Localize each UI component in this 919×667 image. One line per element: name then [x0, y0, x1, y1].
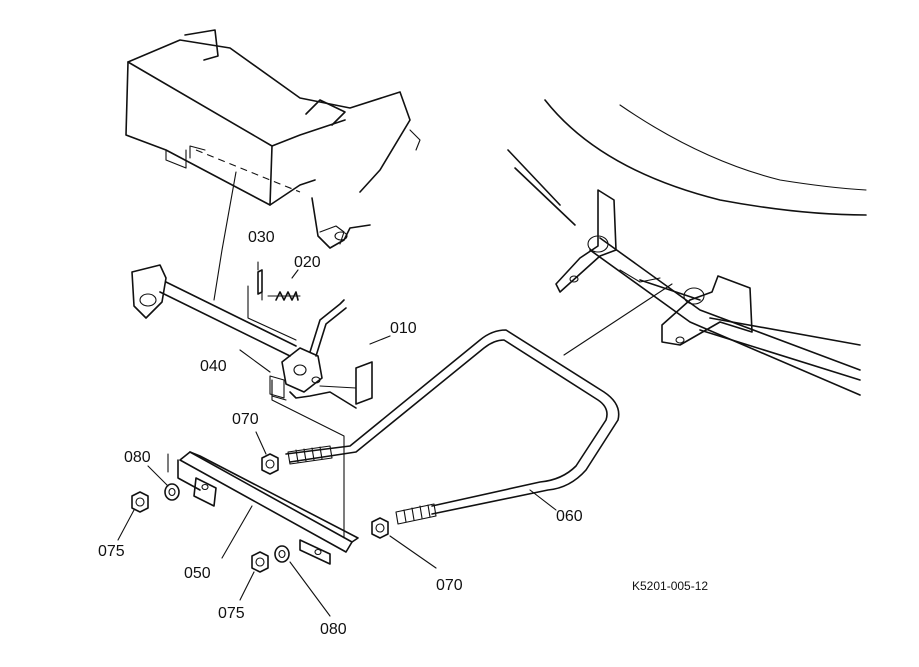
label-080-right: 080: [320, 621, 347, 638]
frame-right: [507, 99, 867, 396]
label-050: 050: [184, 565, 211, 582]
nut-075-left: [131, 491, 149, 513]
nut-070-top: [261, 453, 279, 475]
part-040-rod: [131, 264, 297, 357]
label-075-left: 075: [98, 543, 125, 560]
part-050-bracket: [167, 449, 359, 565]
label-060: 060: [556, 508, 583, 525]
part-060-rod: [285, 329, 620, 525]
nut-075-right: [251, 551, 269, 573]
washer-080-left: [164, 483, 180, 501]
label-030: 030: [248, 229, 275, 246]
label-020: 020: [294, 254, 321, 271]
label-070-bottom: 070: [436, 577, 463, 594]
label-070-top: 070: [232, 411, 259, 428]
frame-block: [125, 29, 421, 249]
label-010: 010: [390, 320, 417, 337]
washer-080-right: [274, 545, 290, 563]
part-bracket-assembly: [247, 269, 373, 451]
label-075-right: 075: [218, 605, 245, 622]
leader-lines: [117, 171, 557, 617]
label-040: 040: [200, 358, 227, 375]
label-080-left: 080: [124, 449, 151, 466]
nut-070-bottom: [371, 517, 389, 539]
reference-code: K5201-005-12: [632, 579, 708, 593]
